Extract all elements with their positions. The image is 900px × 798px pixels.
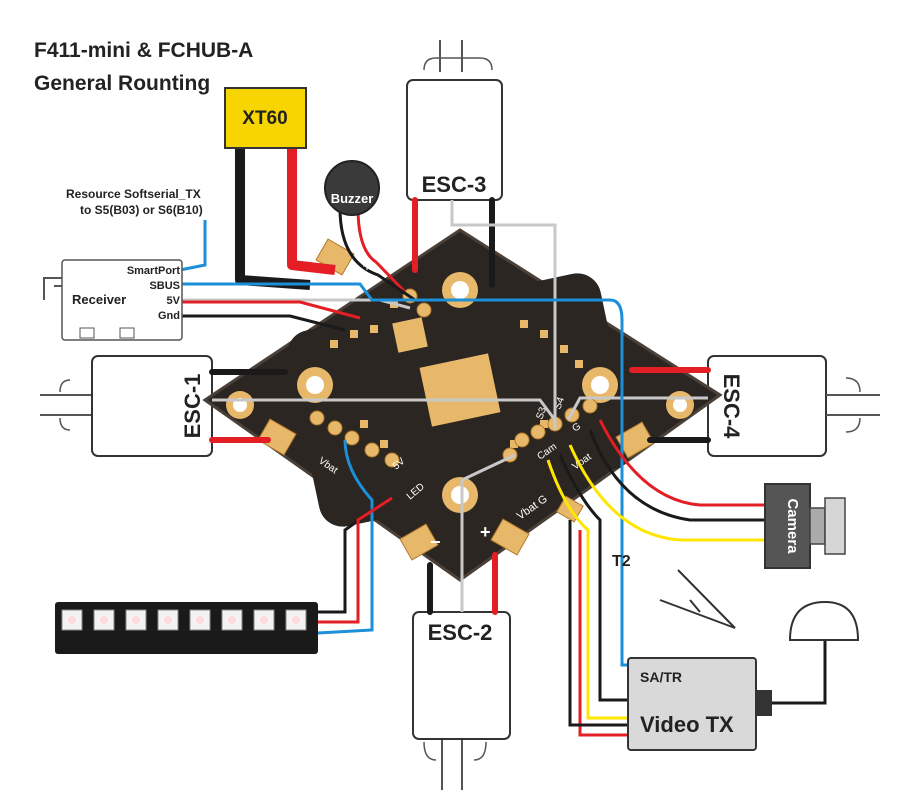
led-cell xyxy=(285,609,307,631)
led-cell xyxy=(221,609,243,631)
camera: Camera xyxy=(568,419,846,569)
title-line1: F411-mini & FCHUB-A xyxy=(34,39,253,62)
esc-3-label: ESC-3 xyxy=(422,172,487,197)
led-cell xyxy=(61,609,83,631)
gray-signal-wires xyxy=(182,200,708,612)
receiver-pin-sbus: SBUS xyxy=(149,280,180,292)
esc-power-wires xyxy=(209,197,711,615)
xt60-label: XT60 xyxy=(242,108,287,129)
softserial-note-line1: Resource Softserial_TX xyxy=(66,187,201,201)
led-cell xyxy=(125,609,147,631)
esc-4: ESC-4 xyxy=(707,355,880,457)
receiver: Receiver SmartPort SBUS 5V Gnd xyxy=(43,259,183,341)
fc-board: 200A LED Vbat Vbat Vbat G 5V S3 S4 Cam G… xyxy=(202,228,723,582)
video-tx-wires xyxy=(546,454,628,737)
video-tx: SA/TR Video TX xyxy=(627,600,860,751)
led-cell xyxy=(253,609,275,631)
title-line2: General Rounting xyxy=(34,72,210,95)
t2-label: T2 xyxy=(612,553,631,570)
receiver-wires xyxy=(182,300,361,332)
esc-4-label: ESC-4 xyxy=(719,374,744,440)
led-strip xyxy=(55,496,393,654)
led-cells xyxy=(61,609,307,631)
esc-1: ESC-1 xyxy=(40,355,213,457)
buzzer: Buzzer + xyxy=(324,160,416,302)
buzzer-plus-icon: + xyxy=(362,259,372,273)
board-minus: − xyxy=(430,532,441,552)
esc-2: ESC-2 xyxy=(412,611,511,790)
video-tx-label: Video TX xyxy=(640,712,734,737)
led-cell xyxy=(189,609,211,631)
esc-2-label: ESC-2 xyxy=(428,620,493,645)
led-cell xyxy=(93,609,115,631)
buzzer-label: Buzzer xyxy=(331,191,374,206)
esc-3: ESC-3 xyxy=(406,40,503,201)
sa-tr-label: SA/TR xyxy=(640,669,682,685)
receiver-pin-smartport: SmartPort xyxy=(127,265,181,277)
receiver-pin-5v: 5V xyxy=(167,295,181,307)
board-200a: 200A xyxy=(268,323,294,344)
receiver-pin-gnd: Gnd xyxy=(158,310,180,322)
board-plus: + xyxy=(480,522,491,542)
arrow-icon xyxy=(659,569,736,629)
softserial-note-line2: to S5(B03) or S6(B10) xyxy=(80,203,203,217)
camera-label: Camera xyxy=(784,498,801,554)
blue-wires xyxy=(179,220,628,667)
receiver-label: Receiver xyxy=(72,292,126,307)
led-cell xyxy=(157,609,179,631)
esc-1-label: ESC-1 xyxy=(180,374,205,439)
